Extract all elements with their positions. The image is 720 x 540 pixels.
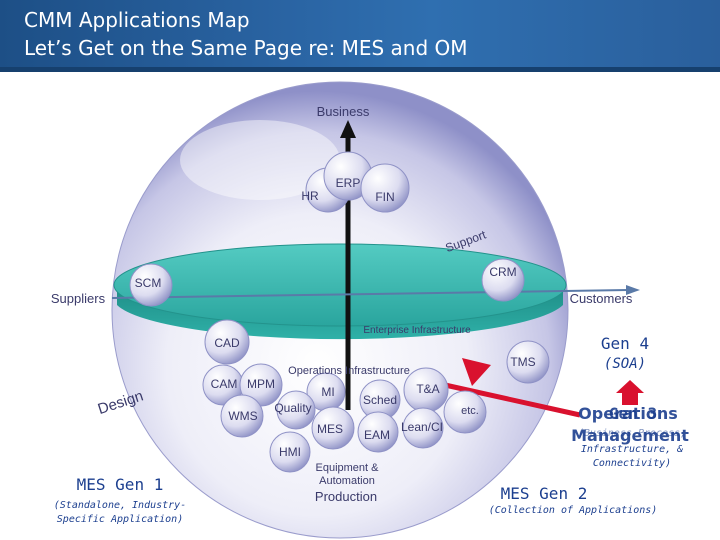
lean-ci-label: Lean/CI	[401, 420, 443, 434]
gen1-note-line1: (Standalone, Industry-	[54, 500, 186, 511]
operations-label: Operations	[578, 404, 678, 423]
equipment-label-line2: Automation	[319, 475, 375, 487]
mi-label: MI	[321, 385, 334, 399]
mes-gen2-label: MES Gen 2	[501, 484, 588, 503]
lean-ci-ball	[402, 407, 444, 449]
wms-label: WMS	[228, 409, 257, 423]
title-banner: CMM Applications Map Let’s Get on the Sa…	[0, 0, 720, 72]
crm-ball	[481, 258, 525, 302]
infra-note-line1: (Business Process,	[578, 428, 686, 439]
slide-subtitle: Let’s Get on the Same Page re: MES and O…	[24, 36, 468, 60]
mes-ball	[311, 406, 355, 450]
soa-label: (SOA)	[604, 356, 646, 372]
gen4-arrow-head	[616, 380, 644, 393]
cad-ball	[204, 319, 250, 365]
production-label: Production	[315, 489, 377, 504]
infra-note-line3: Connectivity)	[593, 458, 671, 469]
operations-arrow-marker	[462, 358, 491, 386]
fin-ball	[360, 163, 410, 213]
slide-title: CMM Applications Map	[24, 8, 250, 32]
diagram-labels: Business ERP HR FIN Support CRM SCM Supp…	[51, 104, 633, 504]
operations-infrastructure-label: Operations Infrastructure	[288, 365, 410, 377]
tms-label: TMS	[510, 355, 535, 369]
gen3-label: Gen 3	[609, 404, 657, 423]
etc-label: etc.	[461, 405, 479, 417]
management-label: Management	[571, 426, 689, 445]
cam-label: CAM	[211, 377, 238, 391]
cad-label: CAD	[214, 336, 240, 350]
gen4-arrow-stem	[622, 392, 638, 405]
crm-label: CRM	[489, 265, 516, 279]
fin-label: FIN	[375, 190, 394, 204]
enterprise-infrastructure-label: Enterprise Infrastructure	[363, 325, 471, 336]
mes-gen1-label: MES Gen 1	[77, 475, 164, 494]
supply-chain-arrow	[111, 289, 629, 299]
eam-label: EAM	[364, 428, 390, 442]
wms-ball	[220, 394, 264, 438]
equipment-label-line1: Equipment &	[316, 462, 380, 474]
globe-highlight	[180, 120, 340, 200]
gen2-note: (Collection of Applications)	[489, 505, 658, 516]
quality-ball	[276, 390, 316, 430]
mes-label: MES	[317, 422, 343, 436]
business-arrow-head	[340, 120, 356, 138]
ta-label: T&A	[416, 382, 439, 396]
erp-label: ERP	[336, 176, 361, 190]
tms-ball	[506, 340, 550, 384]
hr-label: HR	[301, 189, 319, 203]
hmi-ball	[269, 431, 311, 473]
customers-label: Customers	[570, 291, 633, 306]
suppliers-label: Suppliers	[51, 291, 106, 306]
mpm-label: MPM	[247, 377, 275, 391]
scm-label: SCM	[135, 276, 162, 290]
supply-chain-arrow-head	[626, 285, 640, 295]
sched-label: Sched	[363, 393, 397, 407]
scm-ball	[129, 263, 173, 307]
business-label: Business	[317, 104, 370, 119]
generation-annotations: Gen 4 (SOA) Gen 3 Operations Management …	[54, 334, 689, 525]
gen4-label: Gen 4	[601, 334, 649, 353]
hmi-label: HMI	[279, 445, 301, 459]
operations-arrow	[444, 382, 581, 418]
title-underline	[0, 67, 720, 72]
etc-ball	[443, 390, 487, 434]
eam-ball	[357, 411, 399, 453]
application-balls	[129, 151, 550, 473]
quality-label: Quality	[274, 401, 311, 415]
gen1-note-line2: Specific Application)	[57, 514, 183, 525]
infra-note-line2: Infrastructure, &	[581, 444, 683, 455]
